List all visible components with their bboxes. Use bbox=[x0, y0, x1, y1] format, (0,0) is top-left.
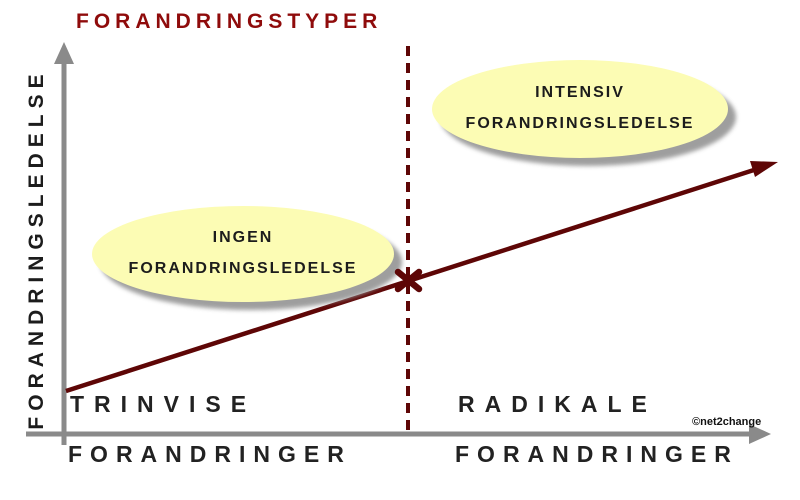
x-axis-right-label-line1: RADIKALE bbox=[458, 391, 657, 417]
x-axis-right-label-line2: FORANDRINGER bbox=[455, 441, 739, 467]
intersection-x-marker bbox=[394, 268, 423, 293]
bubble-ingen-ellipse bbox=[92, 206, 394, 302]
x-axis-left-label-line1: TRINVISE bbox=[70, 391, 257, 417]
x-axis-left-label-line2: FORANDRINGER bbox=[68, 441, 352, 467]
bubble-intensiv-ellipse bbox=[432, 60, 728, 158]
x-axis-arrowhead bbox=[749, 424, 771, 444]
trend-arrowhead bbox=[750, 161, 778, 177]
watermark: ©net2change bbox=[692, 416, 762, 428]
bubble-intensiv-line1: INTENSIV bbox=[535, 84, 625, 101]
y-axis-label: FORANDRINGSLEDELSE bbox=[25, 68, 48, 430]
bubble-ingen-line1: INGEN bbox=[212, 229, 274, 246]
diagram-title: FORANDRINGSTYPER bbox=[76, 10, 383, 33]
bubble-intensiv-line2: FORANDRINGSLEDELSE bbox=[465, 115, 695, 132]
bubble-intensiv: INTENSIV FORANDRINGSLEDELSE bbox=[430, 77, 730, 139]
y-axis-arrowhead bbox=[54, 42, 74, 64]
bubble-ingen-line2: FORANDRINGSLEDELSE bbox=[128, 260, 358, 277]
bubble-ingen: INGEN FORANDRINGSLEDELSE bbox=[93, 222, 393, 284]
